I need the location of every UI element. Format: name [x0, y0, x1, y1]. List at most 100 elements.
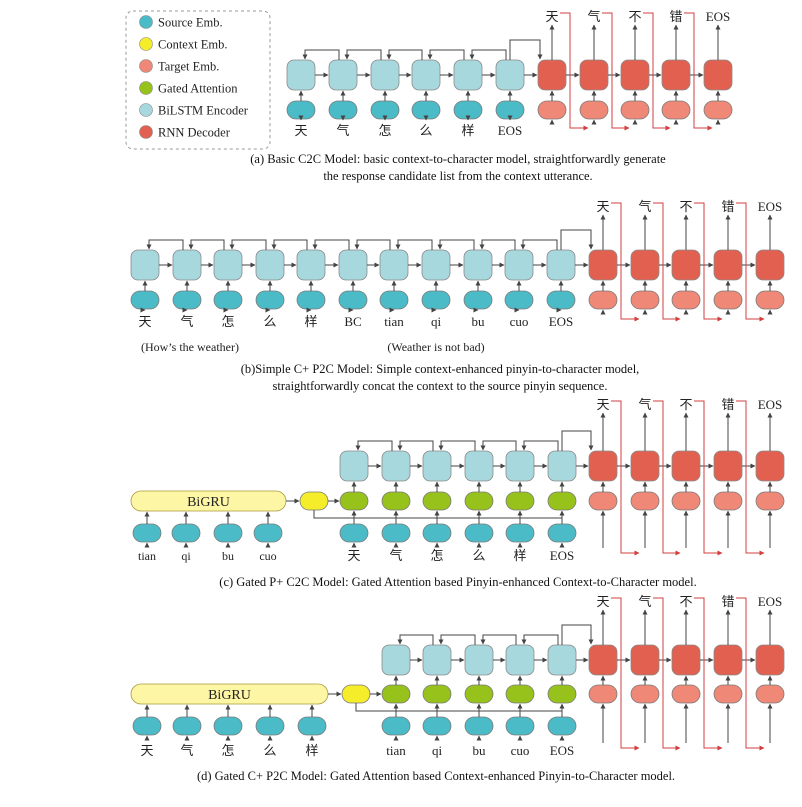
gated-attention-node — [381, 684, 411, 704]
source-emb-node — [255, 290, 285, 310]
source-emb-node — [422, 716, 452, 736]
encoder-cell — [546, 249, 576, 281]
target-emb-node — [755, 491, 785, 511]
source-emb-node — [411, 100, 441, 120]
source-emb-node — [213, 290, 243, 310]
encoder-input-label: 气 — [180, 314, 193, 329]
encoder-cell — [464, 644, 494, 676]
feedback-arrow — [736, 202, 765, 322]
arrow — [521, 634, 559, 645]
encoder-cell — [328, 59, 358, 91]
encoder-input-label: tian — [384, 314, 404, 329]
source-emb-node — [286, 100, 316, 120]
target-emb-node — [588, 491, 618, 511]
arrow — [188, 239, 225, 250]
encoder-input-label: 样 — [304, 314, 317, 329]
encoder-input-label: EOS — [498, 123, 523, 138]
target-emb-node — [671, 684, 701, 704]
context-emb-node — [341, 684, 371, 704]
encoder-cell — [296, 249, 326, 281]
bigru-input-label: 怎 — [221, 743, 234, 758]
encoder-input-label: EOS — [549, 314, 574, 329]
target-emb-node — [671, 491, 701, 511]
panel-caption: (d) Gated C+ P2C Model: Gated Attention … — [197, 769, 675, 783]
legend-label: RNN Decoder — [158, 126, 231, 140]
feedback-arrow — [694, 400, 723, 556]
encoder-cell — [422, 450, 452, 482]
decoder-output-label: EOS — [758, 397, 783, 412]
decoder-output-label: 错 — [669, 9, 682, 24]
decoder-cell — [671, 450, 701, 482]
decoder-output-label: EOS — [758, 199, 783, 214]
gated-attention-node — [381, 491, 411, 511]
decoder-output-label: EOS — [706, 9, 731, 24]
source-emb-node — [464, 523, 494, 543]
encoder-cell — [255, 249, 285, 281]
encoder-cell — [130, 249, 160, 281]
feedback-arrow — [653, 400, 681, 556]
bigru-label: BiGRU — [187, 495, 230, 510]
arrow — [395, 239, 433, 250]
feedback-arrow — [736, 597, 765, 751]
legend-label: Context Emb. — [158, 38, 227, 52]
feedback-arrow — [653, 597, 681, 751]
gated-attention-node — [547, 684, 577, 704]
decoder-output-label: 不 — [628, 9, 641, 24]
encoder-input-label: qi — [432, 743, 443, 758]
decoder-cell — [630, 644, 660, 676]
feedback-arrow — [602, 12, 630, 131]
source-emb-node — [463, 290, 493, 310]
encoder-cell — [338, 249, 368, 281]
decoder-cell — [755, 249, 785, 281]
arrow — [479, 239, 516, 250]
encoder-cell — [504, 249, 534, 281]
arrow — [438, 634, 476, 645]
encoder-cell — [172, 249, 202, 281]
rnn-decoder-icon — [139, 125, 153, 139]
encoder-cell — [505, 644, 535, 676]
source-emb-node — [504, 290, 534, 310]
arrow — [271, 239, 308, 250]
source-emb-node — [339, 523, 369, 543]
target-emb-node — [713, 491, 743, 511]
feedback-arrow — [694, 597, 723, 751]
encoder-cell — [464, 450, 494, 482]
encoder-input-label: cuo — [510, 314, 529, 329]
encoder-input-label: 么 — [419, 123, 432, 138]
feedback-arrow — [611, 597, 640, 751]
decoder-cell — [755, 644, 785, 676]
decoder-output-label: 不 — [679, 397, 692, 412]
decoder-output-label: 天 — [596, 397, 609, 412]
encoder-input-label: 么 — [472, 548, 485, 563]
decoder-cell — [620, 59, 650, 91]
decoder-output-label: 不 — [679, 199, 692, 214]
decoder-output-label: 错 — [721, 199, 734, 214]
decoder-cell — [713, 249, 743, 281]
encoder-input-label: bu — [473, 743, 487, 758]
encoder-cell — [453, 59, 483, 91]
arrow — [355, 440, 393, 451]
decoder-cell — [671, 644, 701, 676]
legend-label: Gated Attention — [158, 82, 238, 96]
arrow — [397, 634, 434, 645]
gated-attention-node — [505, 684, 535, 704]
arrow — [521, 440, 559, 451]
source-emb-node — [547, 523, 577, 543]
target-emb-node — [755, 290, 785, 310]
arrow — [354, 239, 391, 250]
decoder-cell — [588, 450, 618, 482]
source-emb-node — [296, 290, 326, 310]
arrow — [344, 49, 382, 60]
feedback-arrow — [694, 202, 723, 322]
gated-attention-icon — [139, 81, 153, 95]
legend-label: BiLSTM Encoder — [158, 104, 249, 118]
source-emb-node — [453, 100, 483, 120]
decoder-output-label: 天 — [596, 594, 609, 609]
encoder-input-label: qi — [431, 314, 442, 329]
source-emb-node — [379, 290, 409, 310]
bigru-input-label: cuo — [259, 549, 276, 563]
decoder-cell — [630, 249, 660, 281]
